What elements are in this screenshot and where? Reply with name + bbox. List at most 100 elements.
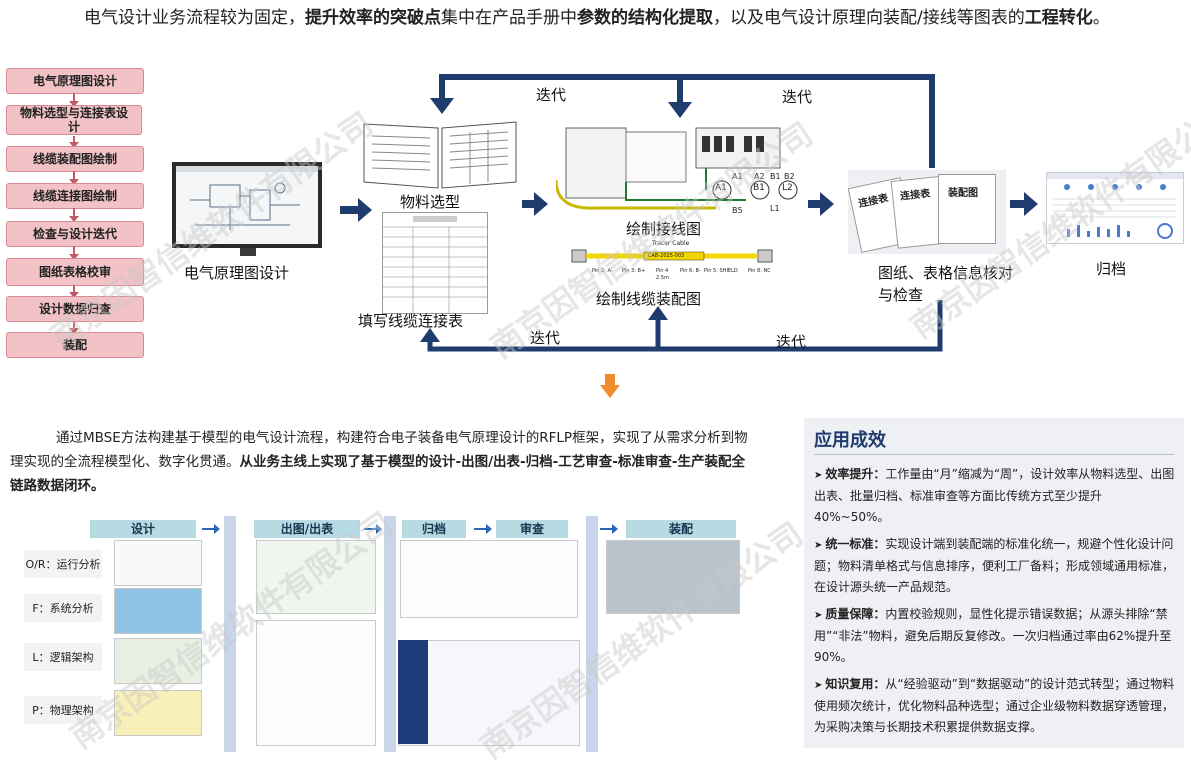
wiring-caption: 绘制接线图 [626,220,702,238]
rflp-physical: P：物理架构 [24,696,102,724]
system-model-thumb [114,588,202,634]
wiring-diagram-image: A1 B1 L2 A1 A2 B1 B2 L1 B5 [554,120,800,220]
panel-divider [814,454,1174,455]
intro-text-1: 电气设计业务流程较为固定， [84,8,305,28]
flow-arrow-head [820,192,834,216]
step-arrow [69,136,79,148]
flow-arrow-shaft [808,200,822,208]
cable-assembly-image: Tracer Cable CAB-2025-003 Pin 2: A- Pin … [552,240,792,284]
stage-archive: 归档 [402,520,466,538]
assembly-caption: 绘制线缆装配图 [596,290,702,308]
top-loop-line [439,74,935,168]
results-panel: 应用成效 ➤效率提升：工作量由“月”缩减为“周”，设计效率从物料选型、出图出表、… [804,418,1184,748]
terminal-label: B1 [753,183,765,193]
step-2: 物料选型与连接表设计 [6,105,142,135]
result-head: 统一标准： [825,537,886,551]
iteration-label: 迭代 [782,88,813,106]
stage-divider [384,516,396,752]
step-8: 装配 [6,332,144,358]
terminal-label: B1 [770,172,781,181]
archive-thumb [400,540,578,618]
result-head: 效率提升： [825,467,886,481]
bottom-loop-arrowhead [420,328,440,342]
mbse-text: 通过MBSE方法构建基于模型的电气设计流程，构建符合电子装备电气原理设计的RFL… [10,430,748,470]
top-loop-branch-arrowhead [668,102,692,118]
rflp-operation: O/R：运行分析 [24,550,102,578]
result-head: 质量保障： [825,607,886,621]
result-item: ➤知识复用：从“经验驱动”到“数据驱动”的设计范式转型；通过物料使用频次统计，优… [814,677,1175,734]
result-text: 内置校验规则，显性化提示错误数据；从源头排除“禁用”“非法”物料，避免后期反复修… [814,607,1172,664]
iteration-loops [420,74,943,352]
result-text: 实现设计端到装配端的标准化统一，规避个性化设计问题；物料清单格式与信息排序，便利… [814,537,1175,594]
intro-bold-3: 工程转化 [1024,8,1093,28]
stage-review: 审查 [496,520,568,538]
iteration-label: 迭代 [536,86,567,104]
top-loop-arrowhead [430,98,454,114]
intro-bold-2: 参数的结构化提取 [577,8,713,28]
intro-paragraph: 电气设计业务流程较为固定，提升效率的突破点集中在产品手册中参数的结构化提取，以及… [40,4,1160,32]
archive-caption: 归档 [1096,260,1127,278]
intro-text-2: 集中在产品手册中 [441,8,577,28]
cable-title: Tracer Cable [652,240,690,247]
monitor-image [170,160,330,260]
review-docs-image: 连接表 连接表 装配图 [847,170,1006,254]
flow-arrow-shaft [1010,200,1026,208]
result-text: 从“经验驱动”到“数据驱动”的设计范式转型；通过物料使用频次统计，优化物料品种选… [814,677,1175,734]
step-arrow [69,321,79,334]
terminal-label: A1 [715,183,727,193]
step-arrow [69,93,79,107]
result-head: 知识复用： [825,677,886,691]
material-caption: 物料选型 [400,193,461,211]
mbse-paragraph: 通过MBSE方法构建基于模型的电气设计流程，构建符合电子装备电气原理设计的RFL… [10,426,750,498]
terminal-label: B5 [732,206,743,215]
cable-table-caption: 填写线缆连接表 [358,312,464,330]
logical-model-thumb [114,638,202,684]
transition-arrow [600,374,620,400]
flow-arrow-head [358,198,372,222]
terminal-label: A2 [754,172,765,181]
flow-arrow-shaft [522,200,536,208]
step-3: 线缆装配图绘制 [6,146,144,172]
cable-pin: Pin 6: B- [680,268,701,274]
intro-text-3: ，以及电气设计原理向装配/接线等图表的 [713,8,1025,28]
step-1: 电气原理图设计 [6,68,144,94]
cable-table-image [382,212,488,314]
stage-divider [586,516,598,752]
step-arrow [69,285,79,298]
operation-model-thumb [114,540,202,586]
cable-pin: Pin 3: B+ [622,268,646,274]
iteration-label: 迭代 [530,329,561,347]
stage-design: 设计 [90,520,196,538]
review-caption: 图纸、表格信息核对与检查 [878,264,1014,304]
assembly-photo [606,540,740,614]
cable-length: 2.5m [656,275,669,281]
mbse-bold: 从业务主线上实现了基于模型的设计-出图/出表-归档-工艺审查-标准审查-生产装配… [10,454,745,494]
stage-arrow [600,524,618,534]
step-5: 检查与设计迭代 [6,221,144,247]
cable-pin: Pin 8: NC [748,268,771,274]
result-item: ➤效率提升：工作量由“月”缩减为“周”，设计效率从物料选型、出图出表、批量归档、… [814,467,1175,524]
step-arrow [69,171,79,185]
stage-divider [224,516,236,752]
step-6: 图纸表格校审 [6,258,144,286]
review-thumb [398,640,580,746]
bottom-loop-branch-arrowhead [648,306,668,320]
step-4: 线缆连接图绘制 [6,183,144,209]
iteration-label: 迭代 [776,333,807,351]
rflp-function: F：系统分析 [24,594,102,622]
material-book-image [360,118,520,190]
doc-sheet [938,174,996,244]
schematic-caption: 电气原理图设计 [184,264,290,282]
stage-arrow [474,524,492,534]
drawing-thumb [256,540,376,614]
result-text: 工作量由“月”缩减为“周”，设计效率从物料选型、出图出表、批量归档、标准审查等方… [814,467,1175,524]
bottom-loop-line [427,300,943,352]
cable-code: CAB-2025-003 [648,253,685,259]
flow-arrow-head [534,192,548,216]
cable-pin: Pin 5: SHIELD [704,268,738,274]
table-thumb [256,620,376,746]
flow-arrow-head [1024,192,1038,216]
stage-arrow [202,524,220,534]
review-sidebar [398,640,428,744]
terminal-label: B2 [784,172,795,181]
